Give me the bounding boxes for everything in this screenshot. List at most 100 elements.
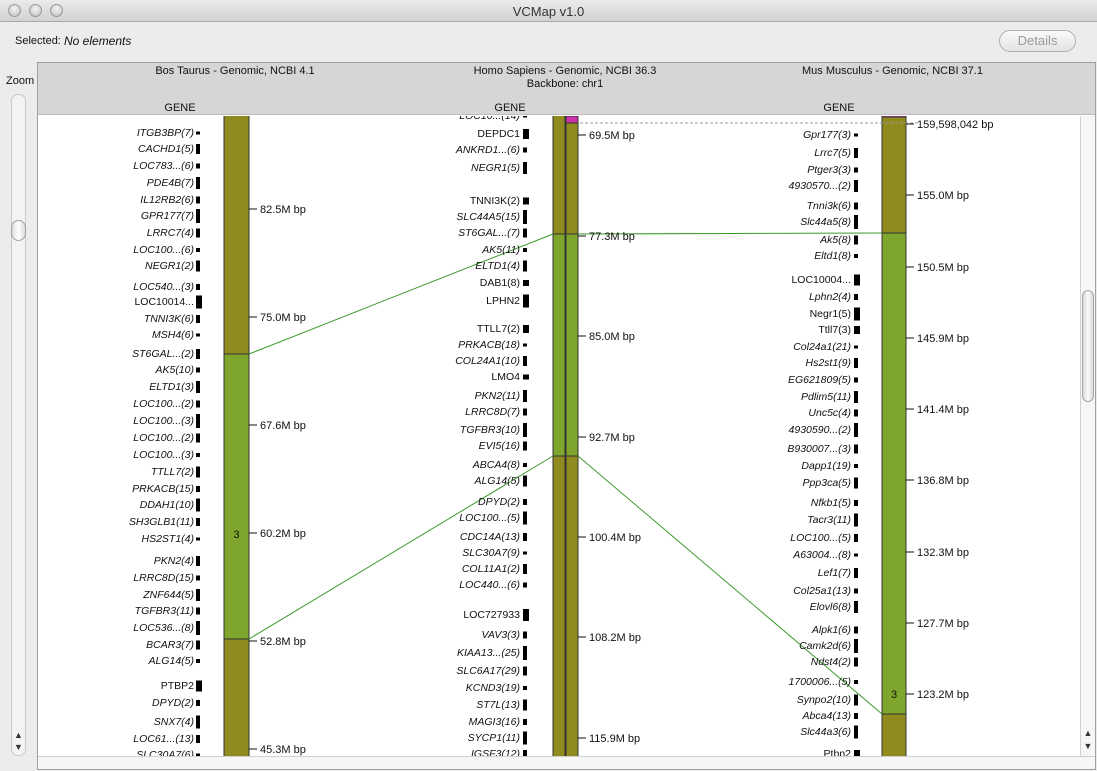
gene-marker[interactable]	[196, 177, 200, 189]
synteny-line[interactable]	[248, 455, 554, 640]
gene-label[interactable]: Ptger3(3)	[807, 164, 851, 176]
gene-marker[interactable]	[523, 750, 527, 758]
gene-marker[interactable]	[523, 463, 527, 467]
gene-marker[interactable]	[854, 254, 858, 258]
gene-label[interactable]: NEGR1(5)	[471, 162, 520, 174]
gene-label[interactable]: DPYD(2)	[152, 697, 194, 709]
gene-label[interactable]: KIAA13...(25)	[457, 647, 520, 659]
gene-label[interactable]: ELTD1(4)	[475, 260, 520, 272]
gene-label[interactable]: SLC30A7(9)	[462, 547, 520, 559]
gene-label[interactable]: Pdlim5(11)	[801, 391, 851, 403]
gene-marker[interactable]	[523, 294, 529, 308]
gene-label[interactable]: LOC61...(13)	[133, 733, 194, 745]
selection-marker[interactable]	[881, 112, 907, 118]
gene-marker[interactable]	[854, 713, 858, 719]
gene-marker[interactable]	[196, 680, 202, 692]
gene-label[interactable]: LOC100...(5)	[790, 532, 851, 544]
gene-label[interactable]: Hs2st1(9)	[805, 357, 851, 369]
gene-marker[interactable]	[523, 408, 527, 416]
gene-label[interactable]: LOC100...(3)	[133, 415, 194, 427]
gene-marker[interactable]	[523, 197, 529, 205]
gene-marker[interactable]	[523, 564, 527, 574]
gene-marker[interactable]	[523, 374, 529, 380]
gene-label[interactable]: AK5(11)	[481, 244, 520, 256]
gene-label[interactable]: Nfkb1(5)	[811, 497, 851, 509]
gene-marker[interactable]	[523, 719, 527, 725]
gene-label[interactable]: Negr1(5)	[810, 308, 851, 320]
gene-label[interactable]: Col24a1(21)	[793, 341, 851, 353]
gene-label[interactable]: Gpr177(3)	[803, 129, 851, 141]
gene-marker[interactable]	[523, 441, 527, 451]
gene-label[interactable]: EG621809(5)	[788, 374, 851, 386]
gene-marker[interactable]	[854, 215, 858, 229]
gene-label[interactable]: SLC30A7(6)	[136, 749, 194, 761]
gene-label[interactable]: 4930570...(2)	[789, 180, 851, 192]
gene-label[interactable]: ST7L(13)	[476, 699, 520, 711]
gene-label[interactable]: PKN2(11)	[475, 390, 520, 402]
gene-label[interactable]: TNNI3K(6)	[144, 313, 194, 325]
gene-label[interactable]: ALG14(5)	[147, 655, 194, 667]
zoom-slider-thumb[interactable]	[11, 220, 26, 241]
gene-marker[interactable]	[854, 274, 860, 286]
gene-label[interactable]: VAV3(3)	[481, 629, 520, 641]
synteny-line[interactable]	[577, 232, 883, 235]
gene-label[interactable]: LRRC8D(7)	[465, 406, 520, 418]
gene-label[interactable]: COL24A1(10)	[455, 355, 520, 367]
gene-marker[interactable]	[196, 453, 200, 457]
gene-label[interactable]: LMO4	[491, 371, 520, 383]
selection-marker[interactable]	[565, 116, 579, 124]
gene-label[interactable]: PTBP2	[161, 680, 194, 692]
gene-label[interactable]: ALG14(5)	[473, 475, 520, 487]
gene-label[interactable]: Slc44a3(6)	[800, 726, 851, 738]
gene-label[interactable]: ELTD1(3)	[149, 381, 194, 393]
gene-label[interactable]: LOC100...(2)	[133, 432, 194, 444]
gene-marker[interactable]	[854, 534, 858, 542]
gene-marker[interactable]	[523, 129, 529, 139]
gene-label[interactable]: LOC10...(14)	[459, 110, 520, 122]
gene-marker[interactable]	[523, 280, 529, 286]
gene-label[interactable]: LOC440...(6)	[459, 579, 520, 591]
gene-marker[interactable]	[196, 498, 200, 512]
gene-label[interactable]: Tacr3(11)	[807, 514, 851, 526]
gene-label[interactable]: LOC100...(6)	[133, 244, 194, 256]
gene-label[interactable]: DAB1(8)	[480, 277, 520, 289]
gene-marker[interactable]	[523, 731, 527, 745]
gene-marker[interactable]	[854, 725, 858, 739]
gene-marker[interactable]	[196, 209, 200, 223]
gene-marker[interactable]	[196, 735, 200, 743]
gene-marker[interactable]	[196, 486, 200, 492]
conserved-segment[interactable]	[881, 232, 907, 715]
gene-marker[interactable]	[854, 202, 858, 210]
vertical-scrollbar[interactable]	[1080, 116, 1095, 756]
gene-marker[interactable]	[196, 589, 200, 601]
gene-label[interactable]: LPHN2	[486, 295, 520, 307]
gene-marker[interactable]	[196, 144, 200, 154]
gene-marker[interactable]	[854, 148, 858, 158]
gene-marker[interactable]	[854, 326, 860, 334]
gene-label[interactable]: Eltd1(8)	[814, 250, 851, 262]
gene-label[interactable]: Lef1(7)	[818, 567, 851, 579]
gene-marker[interactable]	[854, 464, 858, 468]
gene-label[interactable]: Dapp1(19)	[801, 460, 851, 472]
gene-marker[interactable]	[854, 694, 858, 706]
gene-marker[interactable]	[196, 315, 200, 323]
gene-label[interactable]: B930007...(3)	[787, 443, 851, 455]
gene-label[interactable]: COL11A1(2)	[462, 563, 520, 575]
gene-marker[interactable]	[854, 750, 860, 758]
gene-label[interactable]: 1700006...(5)	[789, 676, 851, 688]
gene-label[interactable]: DDAH1(10)	[140, 499, 194, 511]
gene-marker[interactable]	[854, 358, 858, 368]
gene-marker[interactable]	[854, 477, 858, 489]
gene-marker[interactable]	[854, 500, 858, 506]
gene-label[interactable]: Alpk1(6)	[811, 624, 851, 636]
gene-label[interactable]: LOC10014...	[134, 296, 194, 308]
gene-marker[interactable]	[196, 556, 200, 566]
gene-marker[interactable]	[523, 423, 527, 437]
gene-marker[interactable]	[523, 631, 527, 639]
gene-marker[interactable]	[196, 537, 200, 541]
gene-marker[interactable]	[196, 466, 200, 478]
gene-marker[interactable]	[196, 400, 200, 408]
gene-label[interactable]: Synpo2(10)	[797, 694, 851, 706]
gene-label[interactable]: IGSF3(12)	[471, 748, 520, 760]
